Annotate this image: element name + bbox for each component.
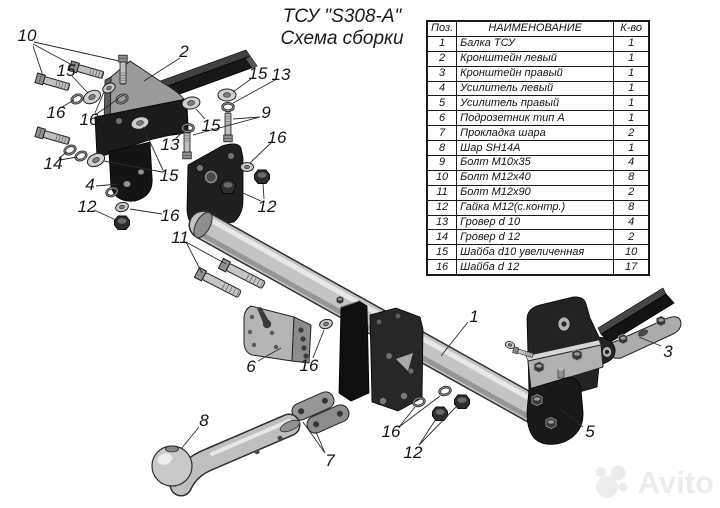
ball-gaskets [291,391,350,434]
col-header-name: НАИМЕНОВАНИЕ [456,20,615,37]
callout-13: 13 [161,135,180,154]
callout-15: 15 [160,166,179,185]
callout-12: 12 [404,443,423,462]
right-bar [597,287,682,359]
callout-15: 15 [57,61,76,80]
callout-3: 3 [663,342,673,361]
col-header-qty: К-во [613,20,650,37]
leader-lines [32,41,662,454]
drawing-title: ТСУ "S308-А" Схема сборки [262,6,422,50]
callout-9: 9 [261,103,271,122]
callout-6: 6 [246,357,256,376]
center-bracket-plate [186,143,244,229]
callout-15: 15 [202,116,221,135]
left-beam-bar [151,49,258,101]
callout-4: 4 [85,175,94,194]
callout-12: 12 [78,197,97,216]
callout-5: 5 [585,422,595,441]
callout-16: 16 [161,206,180,225]
right-bracket [503,296,616,402]
callout-1: 1 [469,307,478,326]
callout-15: 15 [249,64,268,83]
callout-14: 14 [44,154,63,173]
callout-16: 16 [47,103,66,122]
col-header-pos: Поз. [426,20,458,37]
callout-2: 2 [178,42,189,61]
callout-13: 13 [272,65,291,84]
drawing-title-model: ТСУ "S308-А" [282,6,402,27]
reinforcement-left [108,141,153,202]
callout-11: 11 [171,228,189,247]
callouts: 10 2 15 16 16 14 15 13 4 12 16 15 15 13 … [18,26,674,470]
callout-10: 10 [18,26,37,45]
socket-plate [243,305,312,364]
tow-ball [151,413,301,497]
callout-7: 7 [325,451,335,470]
callout-16: 16 [300,356,319,375]
callout-16: 16 [268,128,287,147]
drawing-title-subtitle: Схема сборки [280,28,404,49]
callout-16: 16 [80,110,99,129]
callout-16: 16 [382,422,401,441]
parts-table-header-row: Поз. НАИМЕНОВАНИЕ К-во [426,20,650,37]
center-mount-plates [336,295,424,412]
callout-8: 8 [199,411,209,430]
callout-12: 12 [258,197,277,216]
reinforcement-right [526,376,584,445]
